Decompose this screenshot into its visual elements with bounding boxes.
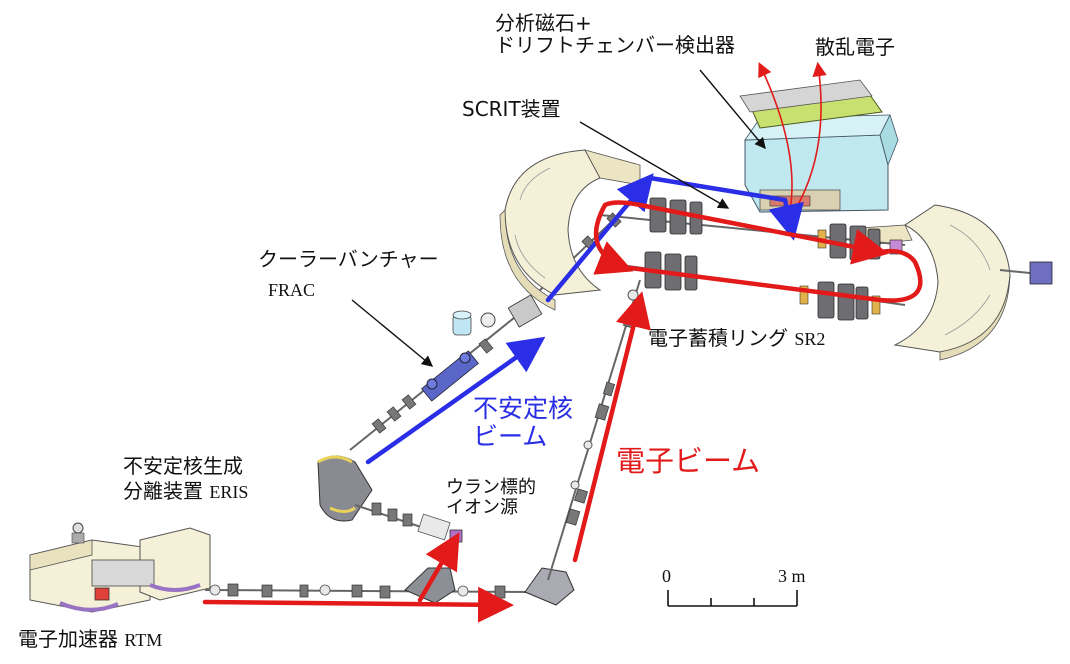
label-eris-line2: 分離装置 ERIS [123,479,249,503]
pointer-arrows [351,69,766,367]
electron-beam-arrows [202,200,923,623]
scale-end-label: 3 m [778,566,806,586]
electron-arrow-ring-top [602,200,889,265]
rtm-accelerator [29,522,211,613]
pointer-frac [351,299,434,367]
electron-arrow-ring-right [627,248,923,303]
label-scattered-electron: 散乱電子 [815,35,895,59]
electron-arrow-target [417,532,460,603]
label-electron-beam: 電子ビーム [616,444,761,478]
pointer-scrit [579,121,730,209]
label-eris-line1: 不安定核生成 [123,454,243,478]
pointer-magnet [699,69,766,150]
label-scrit: SCRIT装置 [462,97,561,121]
ri-beam-arrow-scrit [647,175,804,241]
ri-beam-arrow-main [365,336,546,465]
transfer-beamline [204,567,575,606]
scale-bar [667,590,798,607]
scale-start-label: 0 [662,566,671,586]
eris-separator [317,455,463,543]
label-ri-beam: 不安定核 ビーム [473,394,574,451]
electron-arrow-ring-left [593,202,634,275]
label-uranium-target: ウラン標的 イオン源 [446,477,536,519]
electron-arrow-rtm [202,586,514,623]
detector-system [739,61,899,213]
label-magnet-detector: 分析磁石+ ドリフトチェンバー検出器 [495,11,735,58]
label-frac: FRAC [268,280,316,300]
label-cooler-buncher: クーラーバンチャー [258,247,439,271]
electron-arrow-up [572,291,651,563]
label-rtm: 電子加速器 RTM [18,627,163,651]
label-sr2-ring: 電子蓄積リング SR2 [648,326,826,350]
